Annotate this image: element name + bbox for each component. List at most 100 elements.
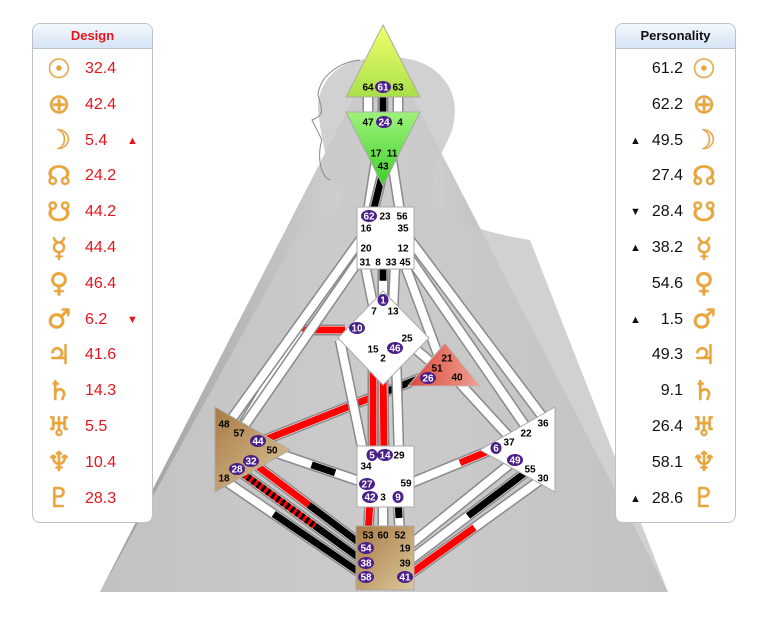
gate-10[interactable]: 10 xyxy=(351,324,363,335)
gate-55[interactable]: 55 xyxy=(524,465,536,476)
gate-51[interactable]: 51 xyxy=(431,364,443,375)
gate-54[interactable]: 54 xyxy=(360,544,372,555)
design-row-earth[interactable]: ⊕42.4 xyxy=(33,88,152,122)
gate-48[interactable]: 48 xyxy=(218,420,230,431)
design-row-south-node[interactable]: ☋44.2 xyxy=(33,195,152,229)
design-row-mercury[interactable]: ☿44.4 xyxy=(33,231,152,265)
gate-21[interactable]: 21 xyxy=(441,354,453,365)
saturn-icon: ♄ xyxy=(46,375,72,407)
personality-row-neptune[interactable]: ♆58.1 xyxy=(616,446,735,480)
gate-23[interactable]: 23 xyxy=(379,212,391,223)
gate-40[interactable]: 40 xyxy=(451,373,463,384)
design-row-venus[interactable]: ♀46.4 xyxy=(33,267,152,301)
gate-56[interactable]: 56 xyxy=(396,212,408,223)
gate-61[interactable]: 61 xyxy=(377,83,389,94)
gate-15[interactable]: 15 xyxy=(367,345,379,356)
personality-row-venus[interactable]: ♀54.6 xyxy=(616,267,735,301)
design-row-uranus[interactable]: ♅5.5 xyxy=(33,410,152,444)
gate-5[interactable]: 5 xyxy=(369,451,375,462)
personality-row-moon[interactable]: ☽49.5▲ xyxy=(616,124,735,158)
gate-22[interactable]: 22 xyxy=(520,429,532,440)
gate-11[interactable]: 11 xyxy=(387,149,398,160)
gate-31[interactable]: 31 xyxy=(359,258,371,269)
personality-row-pluto[interactable]: ♇28.6▲ xyxy=(616,482,735,516)
gate-35[interactable]: 35 xyxy=(397,224,409,235)
gate-36[interactable]: 36 xyxy=(537,419,549,430)
gate-32[interactable]: 32 xyxy=(245,457,257,468)
ajna-center[interactable] xyxy=(345,111,421,188)
gate-29[interactable]: 29 xyxy=(393,451,405,462)
gate-49[interactable]: 49 xyxy=(509,456,521,467)
gate-13[interactable]: 13 xyxy=(387,307,399,318)
gate-19[interactable]: 19 xyxy=(399,544,411,555)
gate-52[interactable]: 52 xyxy=(394,531,406,542)
gate-20[interactable]: 20 xyxy=(360,244,372,255)
personality-row-uranus[interactable]: ♅26.4 xyxy=(616,410,735,444)
gate-12[interactable]: 12 xyxy=(397,244,409,255)
gate-62[interactable]: 62 xyxy=(363,212,375,223)
gate-2[interactable]: 2 xyxy=(380,354,386,365)
gate-8[interactable]: 8 xyxy=(375,258,381,269)
gate-47[interactable]: 47 xyxy=(362,118,374,129)
head-center[interactable] xyxy=(345,23,421,98)
personality-row-mercury[interactable]: ☿38.2▲ xyxy=(616,231,735,265)
gate-30[interactable]: 30 xyxy=(537,474,549,485)
gate-38[interactable]: 38 xyxy=(360,559,372,570)
personality-row-north-node[interactable]: ☊27.4 xyxy=(616,159,735,193)
gate-33[interactable]: 33 xyxy=(385,258,397,269)
gate-63[interactable]: 63 xyxy=(392,83,404,94)
active-gate-marker xyxy=(376,116,392,128)
gate-4[interactable]: 4 xyxy=(397,118,403,129)
design-row-saturn[interactable]: ♄14.3 xyxy=(33,374,152,408)
gate-17[interactable]: 17 xyxy=(370,149,382,160)
personality-row-sun[interactable]: ☉61.2 xyxy=(616,52,735,86)
gate-18[interactable]: 18 xyxy=(218,474,230,485)
gate-26[interactable]: 26 xyxy=(422,374,434,385)
gate-37[interactable]: 37 xyxy=(503,438,515,449)
gate-42[interactable]: 42 xyxy=(364,493,376,504)
gate-59[interactable]: 59 xyxy=(400,479,412,490)
solar-plexus-center[interactable] xyxy=(478,406,556,493)
gate-16[interactable]: 16 xyxy=(360,224,372,235)
gate-44[interactable]: 44 xyxy=(252,437,264,448)
gate-53[interactable]: 53 xyxy=(362,531,374,542)
gate-27[interactable]: 27 xyxy=(361,480,373,491)
gate-24[interactable]: 24 xyxy=(378,118,390,129)
personality-row-earth[interactable]: ⊕62.2 xyxy=(616,88,735,122)
design-row-moon[interactable]: ☽5.4▲ xyxy=(33,124,152,158)
g-center[interactable] xyxy=(337,290,430,386)
design-row-jupiter[interactable]: ♃41.6 xyxy=(33,338,152,372)
design-row-north-node[interactable]: ☊24.2 xyxy=(33,159,152,193)
personality-row-saturn[interactable]: ♄9.1 xyxy=(616,374,735,408)
gate-1[interactable]: 1 xyxy=(380,296,386,307)
gate-3[interactable]: 3 xyxy=(380,493,386,504)
gate-50[interactable]: 50 xyxy=(266,446,278,457)
personality-row-south-node[interactable]: ☋28.4▼ xyxy=(616,195,735,229)
gate-41[interactable]: 41 xyxy=(399,573,411,584)
sun-icon: ☉ xyxy=(46,53,72,85)
gate-9[interactable]: 9 xyxy=(395,493,401,504)
gate-58[interactable]: 58 xyxy=(360,573,372,584)
gate-45[interactable]: 45 xyxy=(399,258,411,269)
gate-60[interactable]: 60 xyxy=(377,531,389,542)
design-row-sun[interactable]: ☉32.4 xyxy=(33,52,152,86)
design-row-pluto[interactable]: ♇28.3 xyxy=(33,482,152,516)
gate-7[interactable]: 7 xyxy=(371,307,377,318)
gate-46[interactable]: 46 xyxy=(389,344,401,355)
gate-57[interactable]: 57 xyxy=(233,429,245,440)
gate-43[interactable]: 43 xyxy=(377,162,389,173)
gate-6[interactable]: 6 xyxy=(493,444,499,455)
design-row-neptune[interactable]: ♆10.4 xyxy=(33,446,152,480)
gate-64[interactable]: 64 xyxy=(362,83,374,94)
gate-28[interactable]: 28 xyxy=(231,465,243,476)
personality-row-jupiter[interactable]: ♃49.3 xyxy=(616,338,735,372)
mercury-icon: ☿ xyxy=(50,232,68,264)
personality-row-mars[interactable]: ♂1.5▲ xyxy=(616,303,735,337)
gate-line-value: 27.4 xyxy=(651,167,683,185)
design-row-mars[interactable]: ♂6.2▼ xyxy=(33,303,152,337)
active-gate-marker xyxy=(387,342,403,354)
gate-14[interactable]: 14 xyxy=(379,451,391,462)
gate-39[interactable]: 39 xyxy=(399,559,411,570)
gate-34[interactable]: 34 xyxy=(360,462,372,473)
gate-25[interactable]: 25 xyxy=(401,334,413,345)
